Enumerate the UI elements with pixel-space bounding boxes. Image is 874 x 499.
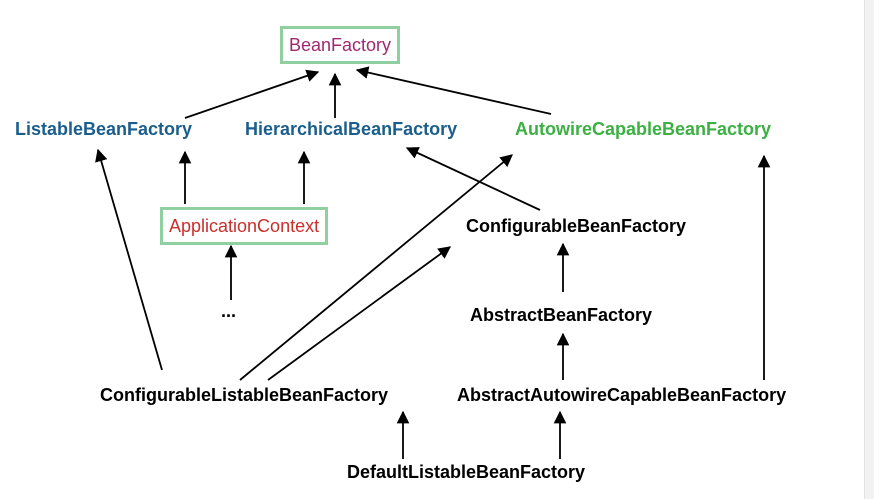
node-label: ConfigurableListableBeanFactory	[100, 385, 389, 405]
node-abstract-bean-factory: AbstractBeanFactory	[470, 304, 652, 326]
scrollbar-strip	[864, 0, 874, 499]
node-application-context: ApplicationContext	[160, 207, 329, 245]
edge-listable-bean-factory-to-bean-factory	[184, 69, 320, 119]
node-autowire-capable-bean-factory: AutowireCapableBeanFactory	[515, 118, 771, 140]
node-label: ...	[221, 301, 237, 321]
node-bean-factory: BeanFactory	[280, 26, 401, 64]
node-hierarchical-bean-factory: HierarchicalBeanFactory	[245, 118, 457, 140]
edge-configurable-listable-bean-factory-to-autowire-capable-bean-factory	[239, 154, 513, 381]
node-label: AbstractAutowireCapableBeanFactory	[457, 385, 787, 405]
edge-configurable-listable-bean-factory-to-listable-bean-factory	[95, 148, 163, 371]
node-label: BeanFactory	[289, 35, 392, 55]
node-configurable-listable-bean-factory: ConfigurableListableBeanFactory	[100, 384, 388, 406]
node-default-listable-bean-factory: DefaultListableBeanFactory	[347, 461, 585, 483]
edge-configurable-listable-bean-factory-to-configurable-bean-factory	[267, 246, 452, 381]
node-label: ListableBeanFactory	[15, 119, 193, 139]
node-ellipsis: ...	[221, 300, 236, 322]
node-label: ConfigurableBeanFactory	[466, 216, 687, 236]
node-listable-bean-factory: ListableBeanFactory	[15, 118, 192, 140]
edge-autowire-capable-bean-factory-to-bean-factory	[355, 66, 552, 115]
edge-configurable-bean-factory-to-hierarchical-bean-factory	[405, 147, 541, 211]
node-label: AbstractBeanFactory	[470, 305, 653, 325]
node-label: ApplicationContext	[169, 216, 320, 236]
node-label: AutowireCapableBeanFactory	[515, 119, 772, 139]
node-label: DefaultListableBeanFactory	[347, 462, 586, 482]
node-configurable-bean-factory: ConfigurableBeanFactory	[466, 215, 686, 237]
node-label: HierarchicalBeanFactory	[245, 119, 458, 139]
node-abstract-autowire-capable-bean-factory: AbstractAutowireCapableBeanFactory	[457, 384, 786, 406]
